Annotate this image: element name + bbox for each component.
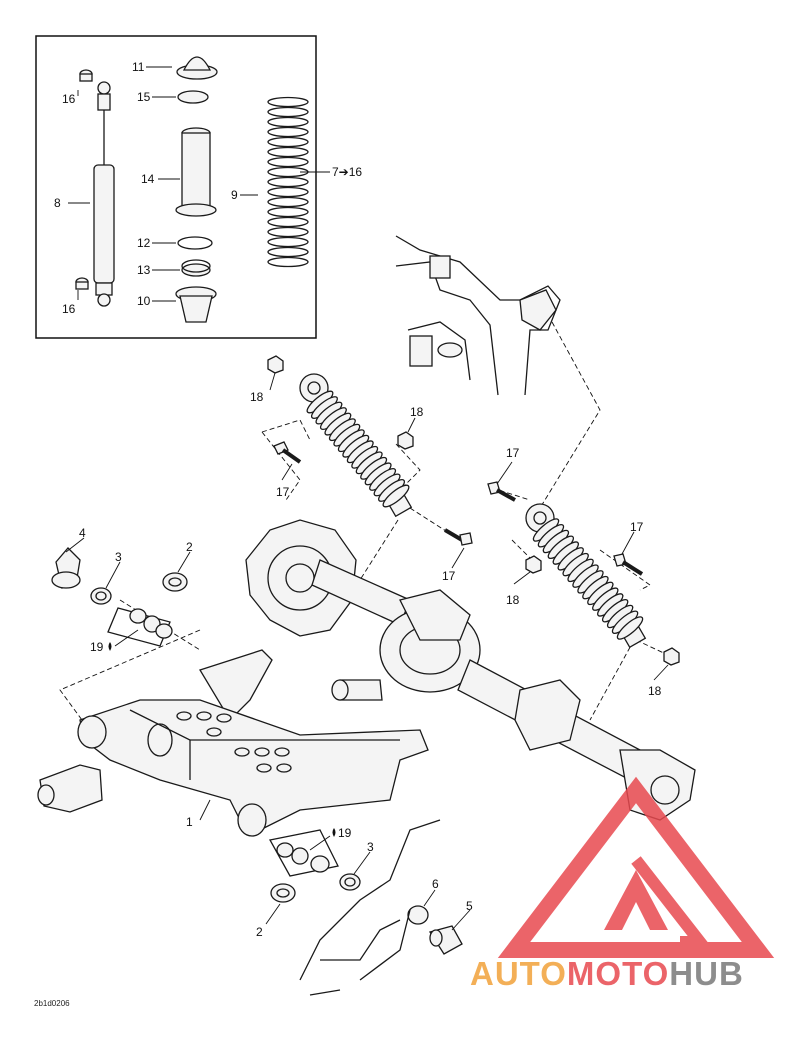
part-16-bushing-bottom xyxy=(75,277,89,290)
diagram-code: 2b1d0206 xyxy=(34,999,70,1008)
spring-coil xyxy=(267,106,309,118)
callout-3-bottom: 3 xyxy=(367,840,374,854)
part-14-bellows xyxy=(175,127,217,217)
bearing-group-right xyxy=(268,829,339,877)
callout-16-top: 16 xyxy=(62,92,76,106)
part-4-pivot-bolt xyxy=(51,547,81,589)
svg-text:19: 19 xyxy=(90,640,104,654)
spring-coil xyxy=(267,116,309,128)
spring-coil xyxy=(267,206,309,218)
part-13-collar xyxy=(181,259,211,277)
callout-4: 4 xyxy=(79,526,86,540)
part-2-seal-right xyxy=(270,883,296,903)
spring-coil xyxy=(267,156,309,168)
spring-coil xyxy=(267,176,309,188)
spring-coil xyxy=(382,484,410,508)
callout-18-a: 18 xyxy=(250,390,264,404)
rear-axle xyxy=(245,519,696,821)
part-5-pivot-bolt xyxy=(428,925,463,955)
part-8-shock-absorber xyxy=(93,81,115,307)
frame-bracket-lower xyxy=(299,819,441,996)
nut-18-b xyxy=(397,431,414,450)
part-16-bushing-top xyxy=(79,69,93,82)
nut-18-d xyxy=(663,647,680,666)
callout-14: 14 xyxy=(141,172,155,186)
callout-3-top: 3 xyxy=(115,550,122,564)
callout-8: 8 xyxy=(54,196,61,210)
callout-7-to-16: 7➔16 xyxy=(332,165,362,179)
spring-coil xyxy=(267,96,309,108)
spring-coil xyxy=(616,616,644,640)
part-11-upper-cap xyxy=(176,56,218,80)
automotohub-logo: AUTOMOTOHUB xyxy=(470,776,775,992)
spring-coil xyxy=(267,236,309,248)
callout-12: 12 xyxy=(137,236,151,250)
logo-word-hub: HUB xyxy=(669,955,744,992)
spring-coil xyxy=(267,186,309,198)
callout-2-bottom: 2 xyxy=(256,925,263,939)
callout-6: 6 xyxy=(432,877,439,891)
spring-coil xyxy=(267,256,309,268)
part-10-spring-seat xyxy=(175,286,217,323)
shock-assembly-left xyxy=(299,373,413,518)
logo-word-auto: AUTO xyxy=(470,955,567,992)
spring-coil xyxy=(267,226,309,238)
callout-5: 5 xyxy=(466,899,473,913)
callout-2-top: 2 xyxy=(186,540,193,554)
vehicle-frame xyxy=(395,235,561,396)
spring-coil xyxy=(267,126,309,138)
part-1-swing-arm xyxy=(77,649,429,837)
logo-word-moto: MOTO xyxy=(567,955,669,992)
logo-word: AUTOMOTOHUB xyxy=(470,955,744,992)
nut-18-c xyxy=(525,555,542,574)
callout-18-b: 18 xyxy=(410,405,424,419)
bolt-17-right-bottom xyxy=(613,553,644,576)
part-3-bushing-left xyxy=(90,587,112,605)
u-joint xyxy=(37,764,103,813)
part-12-ring xyxy=(177,236,213,250)
part-2-seal-left xyxy=(162,572,188,592)
callout-17-c: 17 xyxy=(506,446,520,460)
callout-16-bottom: 16 xyxy=(62,302,76,316)
spring-coil xyxy=(267,216,309,228)
callout-11: 11 xyxy=(132,60,145,74)
callout-10: 10 xyxy=(137,294,151,308)
callout-1: 1 xyxy=(186,815,193,829)
logo-slash xyxy=(631,856,713,948)
grease-drop-icon xyxy=(108,642,112,651)
logo-triangle xyxy=(497,776,775,958)
callout-15: 15 xyxy=(137,90,151,104)
inset-frame xyxy=(35,35,317,339)
callout-19-bottom: 19 xyxy=(309,826,352,851)
spring-coil xyxy=(267,146,309,158)
callout-18-d: 18 xyxy=(648,684,662,698)
svg-text:19: 19 xyxy=(338,826,352,840)
nut-18-a xyxy=(267,355,284,374)
part-6-bushing xyxy=(407,905,429,925)
part-3-bushing-right xyxy=(339,873,361,891)
callout-17-d: 17 xyxy=(630,520,644,534)
bolt-17-right-top xyxy=(487,481,516,502)
callout-17-b: 17 xyxy=(442,569,456,583)
spring-coil xyxy=(267,136,309,148)
bolt-17-left-bottom xyxy=(443,528,473,546)
part-15-washer xyxy=(177,90,209,104)
bolt-17-left-top xyxy=(273,441,302,464)
bearing-group-left xyxy=(107,607,173,647)
grease-drop-icon xyxy=(332,828,336,837)
callout-19-top: 19 xyxy=(90,629,139,654)
part-9-coil-spring xyxy=(267,96,309,268)
callout-13: 13 xyxy=(137,263,151,277)
callout-9: 9 xyxy=(231,188,238,202)
shock-assembly-right xyxy=(525,503,647,649)
spring-coil xyxy=(267,196,309,208)
logo-inner-mark xyxy=(604,870,668,930)
spring-coil xyxy=(267,246,309,258)
callout-17-a: 17 xyxy=(276,485,290,499)
callout-18-c: 18 xyxy=(506,593,520,607)
